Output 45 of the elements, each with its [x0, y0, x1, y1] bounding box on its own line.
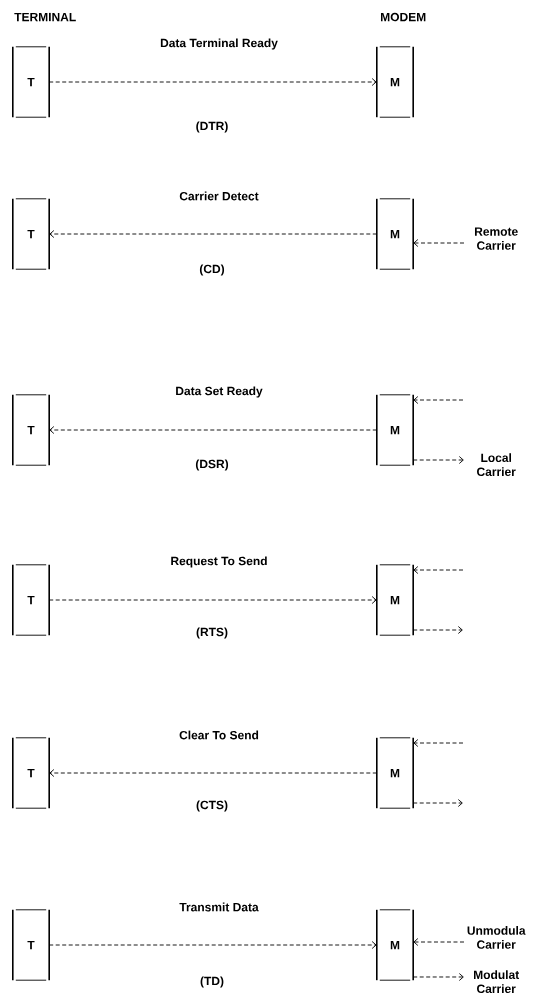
- terminal-box: M: [376, 909, 414, 981]
- arrow: [48, 78, 377, 86]
- signal-label: Remote Carrier: [475, 227, 518, 250]
- arrow: [49, 230, 378, 238]
- column-heading: TERMINAL: [14, 12, 76, 22]
- terminal-box: M: [376, 737, 414, 809]
- terminal-box: T: [12, 198, 50, 270]
- arrow: [413, 396, 464, 404]
- terminal-box: T: [12, 564, 50, 636]
- arrow: [48, 941, 377, 949]
- terminal-box: M: [376, 564, 414, 636]
- edge-label: Clear To Send: [179, 730, 259, 740]
- terminal-box: T: [12, 909, 50, 981]
- signal-label: Modulat Carrier: [474, 970, 520, 993]
- arrow: [49, 769, 378, 777]
- arrow: [413, 239, 465, 247]
- signal-abbreviation: (DTR): [196, 121, 228, 133]
- arrow: [412, 799, 463, 807]
- signal-abbreviation: (RTS): [196, 627, 228, 639]
- arrow: [412, 973, 464, 981]
- terminal-box: T: [12, 737, 50, 809]
- signal-label: Unmodula Carrier: [467, 926, 526, 949]
- edge-label: Data Terminal Ready: [160, 38, 278, 50]
- signal-abbreviation: (TD): [200, 976, 224, 988]
- arrow: [49, 426, 378, 434]
- terminal-box: M: [376, 46, 414, 118]
- edge-label: Data Set Ready: [176, 386, 263, 398]
- signal-abbreviation: (CTS): [196, 800, 228, 812]
- column-heading: MODEM: [381, 12, 426, 22]
- arrow: [412, 626, 463, 634]
- arrow: [413, 566, 464, 574]
- arrow: [413, 739, 464, 747]
- terminal-box: T: [12, 394, 50, 466]
- signal-abbreviation: (DSR): [195, 459, 229, 471]
- arrow: [48, 596, 377, 604]
- signal-label: Local Carrier: [477, 453, 516, 476]
- edge-label: Request To Send: [171, 556, 267, 568]
- arrow: [413, 938, 465, 946]
- arrow: [412, 456, 464, 464]
- terminal-box: T: [12, 46, 50, 118]
- signal-abbreviation: (CD): [199, 264, 225, 276]
- edge-label: Transmit Data: [179, 902, 259, 912]
- terminal-box: M: [376, 394, 414, 466]
- terminal-box: M: [376, 198, 414, 270]
- edge-label: Carrier Detect: [179, 191, 259, 201]
